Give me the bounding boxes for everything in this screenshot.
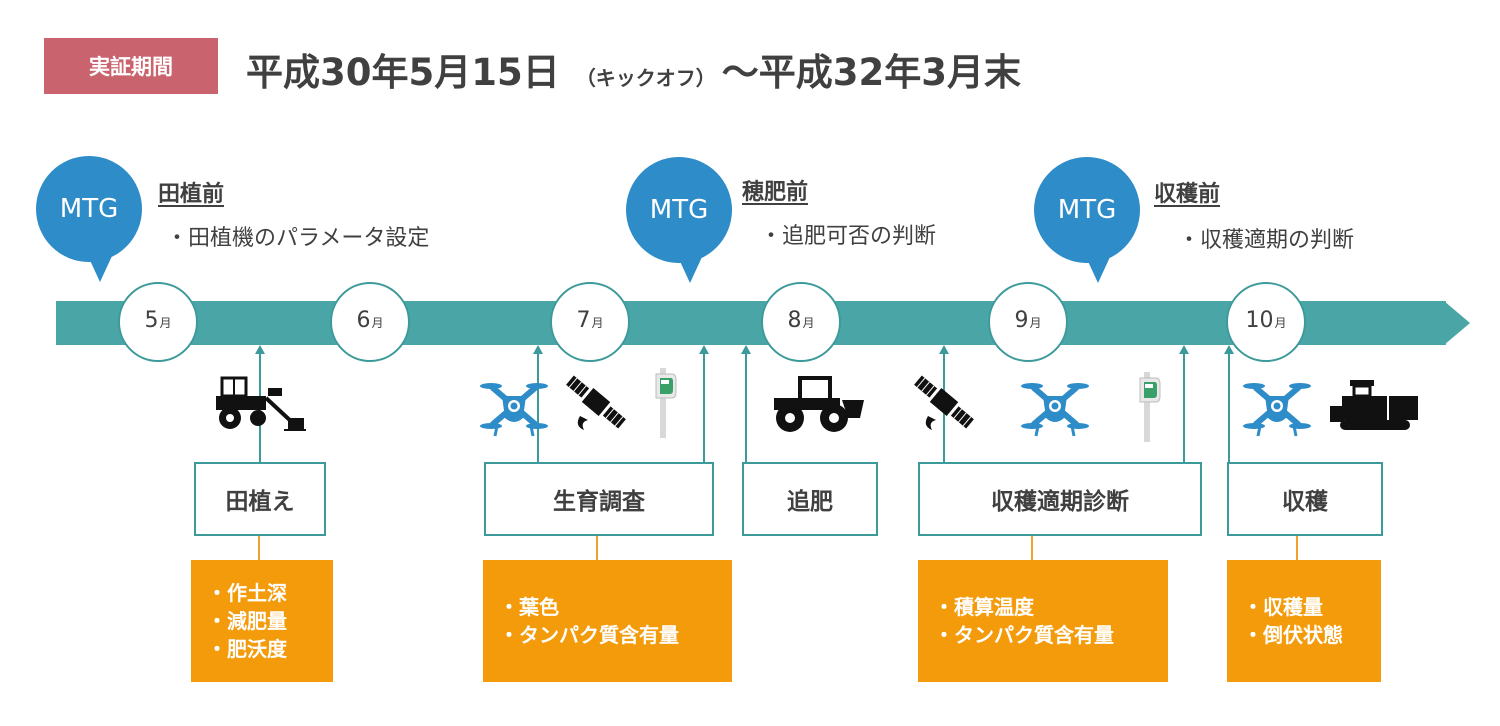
activity-box-harvest: 収穫 [1227, 462, 1383, 536]
phase-title-2: 穂肥前 [742, 180, 809, 205]
detail-item: ・肥沃度 [207, 637, 287, 661]
up-arrow-icon [533, 345, 543, 354]
connector-line [537, 352, 539, 462]
detail-connector [1296, 536, 1298, 560]
detail-box-planting: ・作土深 ・減肥量 ・肥沃度 [191, 560, 333, 682]
period-badge: 実証期間 [44, 38, 218, 94]
phase-desc-1: ・田植機のパラメータ設定 [166, 226, 430, 251]
detail-item: ・積算温度 [934, 595, 1034, 619]
satellite-icon [566, 372, 629, 432]
drone-icon [1020, 374, 1090, 438]
activity-box-topdressing: 追肥 [742, 462, 878, 536]
period-badge-label: 実証期間 [89, 55, 173, 79]
satellite-icon [914, 372, 977, 432]
up-arrow-icon [1179, 345, 1189, 354]
up-arrow-icon [1224, 345, 1234, 354]
mtg-bubble-1: MTG [36, 156, 142, 282]
up-arrow-icon [741, 345, 751, 354]
detail-item: ・タンパク質含有量 [934, 623, 1114, 647]
period-start: 平成30年5月15日 [246, 51, 560, 94]
up-arrow-icon [699, 345, 709, 354]
mtg-label: MTG [1057, 195, 1117, 225]
phase-title-3: 収穫前 [1154, 182, 1221, 207]
phase-desc-2: ・追肥可否の判断 [760, 224, 937, 249]
mtg-bubble-2: MTG [626, 157, 732, 283]
phase-desc-3: ・収穫適期の判断 [1178, 228, 1355, 253]
mtg-label: MTG [649, 195, 709, 225]
detail-connector [258, 536, 260, 560]
detail-item: ・減肥量 [207, 609, 287, 633]
rice-transplanter-icon [216, 376, 306, 431]
mtg-label: MTG [59, 194, 119, 224]
field-sensor-icon [1139, 372, 1161, 443]
activity-box-growth-survey: 生育調査 [484, 462, 714, 536]
speech-tail-icon [88, 256, 112, 282]
combine-harvester-icon [1330, 380, 1418, 430]
detail-item: ・収穫量 [1243, 595, 1323, 619]
connector-line [703, 352, 705, 462]
speech-tail-icon [678, 257, 702, 283]
mtg-bubble-3: MTG [1034, 157, 1140, 283]
detail-item: ・倒伏状態 [1243, 623, 1343, 647]
up-arrow-icon [255, 345, 265, 354]
speech-tail-icon [1086, 257, 1110, 283]
timeline-bar [56, 301, 1446, 345]
drone-icon [1242, 374, 1312, 438]
field-sensor-icon [655, 368, 677, 439]
period-note: （キックオフ） [575, 66, 716, 90]
activity-box-planting: 田植え [194, 462, 326, 536]
detail-item: ・葉色 [499, 595, 559, 619]
detail-box-harvest-timing: ・積算温度 ・タンパク質含有量 [918, 560, 1168, 682]
detail-connector [596, 536, 598, 560]
tractor-icon [774, 376, 864, 432]
connector-line [745, 352, 747, 462]
timeline-arrowhead-icon [1444, 301, 1470, 345]
detail-box-growth-survey: ・葉色 ・タンパク質含有量 [483, 560, 732, 682]
up-arrow-icon [939, 345, 949, 354]
drone-icon [479, 374, 549, 438]
detail-item: ・作土深 [207, 581, 287, 605]
activity-box-harvest-timing: 収穫適期診断 [918, 462, 1202, 536]
phase-title-1: 田植前 [158, 182, 225, 207]
detail-box-harvest: ・収穫量 ・倒伏状態 [1227, 560, 1381, 682]
period-title: 平成30年5月15日 （キックオフ） 〜平成32年3月末 [246, 42, 1021, 94]
connector-line [1183, 352, 1185, 462]
period-end: 〜平成32年3月末 [721, 51, 1021, 94]
detail-item: ・タンパク質含有量 [499, 623, 679, 647]
connector-line [1228, 352, 1230, 462]
detail-connector [1031, 536, 1033, 560]
